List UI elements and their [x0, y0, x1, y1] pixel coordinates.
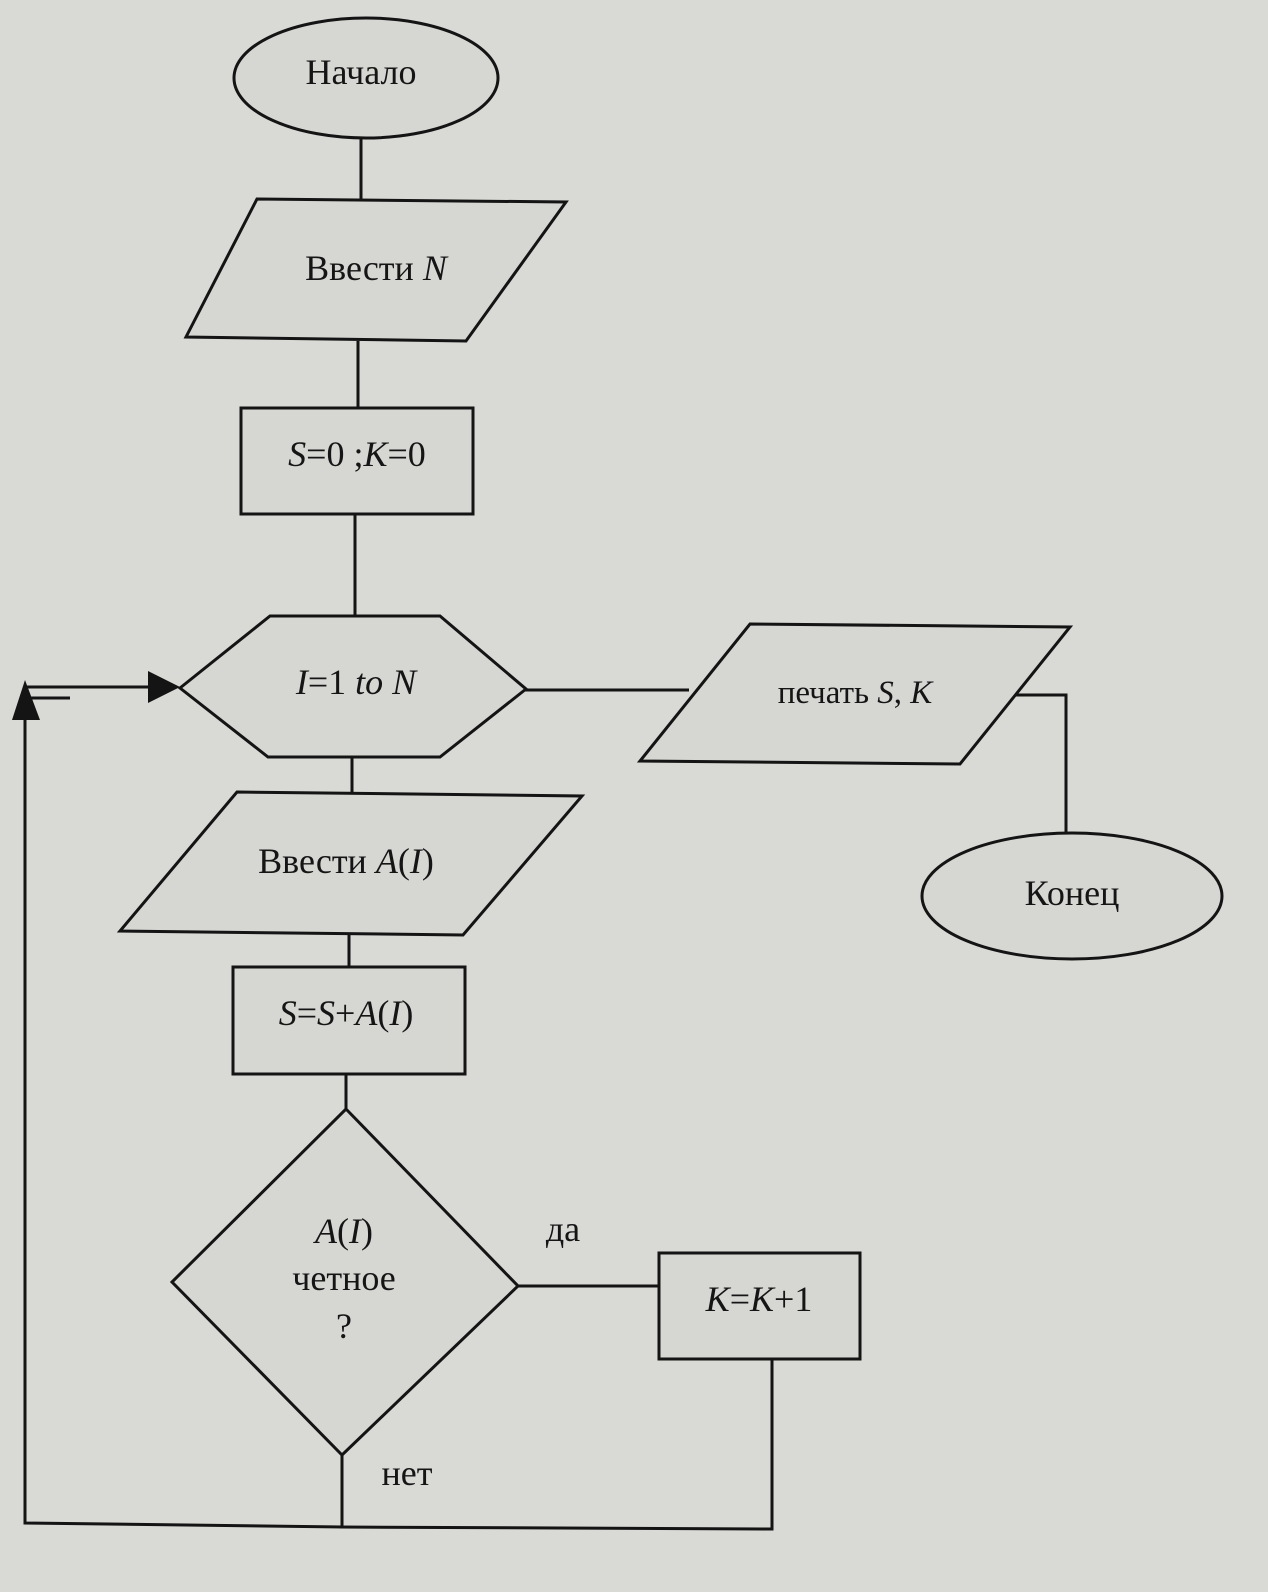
condition-block: A(I) четное ?: [169, 1106, 521, 1458]
increment-k1: K: [705, 1279, 732, 1319]
connector-increment-to-return: [339, 1359, 774, 1531]
init-k: K: [362, 434, 389, 474]
input-a-open: (: [398, 841, 410, 881]
input-n-prefix: Ввести: [305, 248, 423, 288]
increment-plus: +1: [774, 1279, 812, 1319]
init-s: S: [288, 434, 306, 474]
loop-block: I=1 to N: [177, 614, 529, 759]
increment-k2: K: [749, 1279, 776, 1319]
input-a-i: I: [409, 841, 424, 881]
loop-n: N: [391, 662, 418, 702]
arrow-up-icon: [12, 680, 40, 720]
condition-open: (: [337, 1211, 349, 1251]
input-n-var: N: [422, 248, 449, 288]
sum-block: S=S+A(I): [231, 965, 467, 1076]
end-label: Конец: [1025, 873, 1120, 913]
print-label: печать S, K: [778, 675, 935, 711]
condition-a: A: [313, 1211, 338, 1251]
print-comma: ,: [894, 675, 911, 711]
condition-line1: A(I): [313, 1211, 373, 1251]
sum-s2: S: [317, 993, 335, 1033]
loop-space: [383, 662, 392, 702]
print-prefix: печать: [778, 675, 878, 711]
condition-i: I: [348, 1211, 363, 1251]
condition-line2: четное: [292, 1258, 396, 1298]
increment-block: K=K+1: [657, 1251, 862, 1361]
sum-s1: S: [279, 993, 297, 1033]
input-n-label: Ввести N: [305, 248, 449, 288]
print-block: печать S, K: [636, 622, 1074, 766]
sum-a: A: [353, 993, 378, 1033]
yes-label: да: [546, 1209, 580, 1249]
init-block: S=0 ;K=0: [239, 406, 475, 516]
loop-i: I: [295, 662, 310, 702]
init-label: S=0 ;K=0: [288, 434, 426, 474]
print-s: S: [877, 675, 894, 711]
input-n-block: Ввести N: [183, 197, 569, 343]
start-terminal: Начало: [232, 16, 500, 140]
sum-i: I: [388, 993, 403, 1033]
sum-eq: =: [297, 993, 317, 1033]
sum-plus: +: [335, 993, 355, 1033]
condition-line3: ?: [336, 1306, 352, 1346]
connector-print-to-end: [1012, 693, 1068, 834]
loop-eq: =1: [308, 662, 355, 702]
no-label: нет: [382, 1453, 433, 1493]
connectors: [12, 138, 1068, 1531]
connector-no-branch-return: [23, 696, 344, 1529]
sum-label: S=S+A(I): [279, 993, 414, 1033]
sum-open: (: [377, 993, 389, 1033]
input-a-prefix: Ввести: [258, 841, 376, 881]
init-eq1: =0 ;: [306, 434, 363, 474]
input-a-a: A: [374, 841, 399, 881]
input-a-label: Ввести A(I): [258, 841, 434, 881]
input-a-block: Ввести A(I): [116, 790, 586, 937]
loop-label: I=1 to N: [295, 662, 418, 702]
input-a-close: ): [422, 841, 434, 881]
init-eq2: =0: [388, 434, 426, 474]
condition-close: ): [361, 1211, 373, 1251]
end-terminal: Конец: [920, 831, 1224, 961]
sum-close: ): [401, 993, 413, 1033]
start-label: Начало: [306, 52, 417, 92]
print-k: K: [909, 675, 934, 711]
increment-eq: =: [730, 1279, 750, 1319]
loop-to: to: [355, 662, 383, 702]
arrow-right-icon: [148, 671, 180, 703]
increment-label: K=K+1: [705, 1279, 813, 1319]
